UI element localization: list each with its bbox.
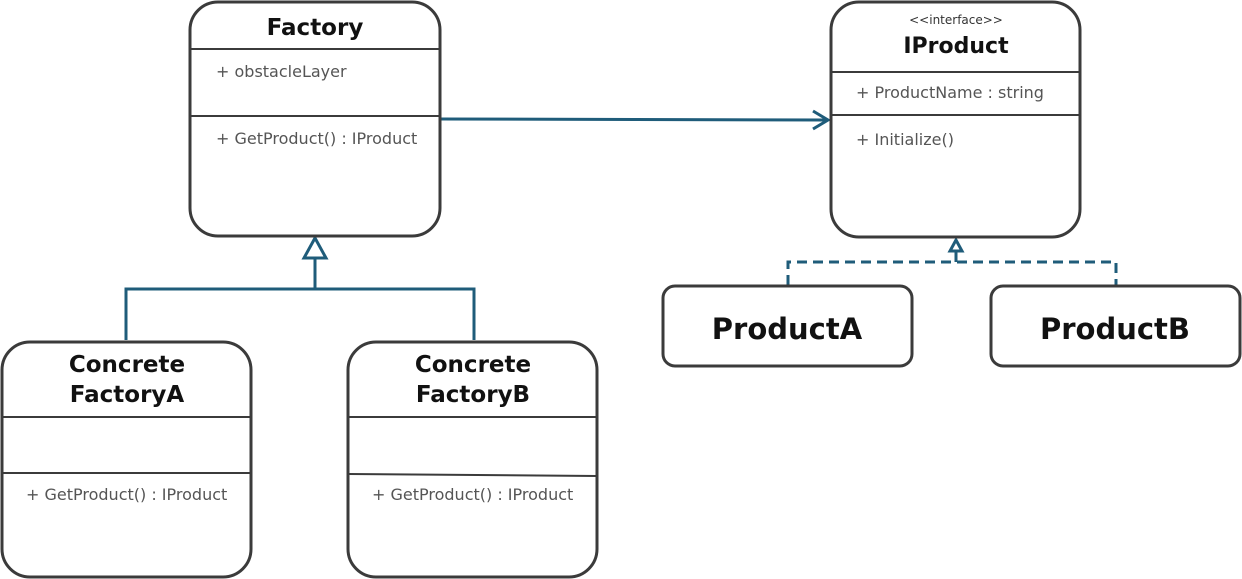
class-concrete-factory-a: Concrete FactoryA + GetProduct() : IProd… bbox=[0, 340, 253, 579]
iproduct-attribute: + ProductName : string bbox=[856, 83, 1044, 102]
product-b-title: ProductB bbox=[1040, 312, 1190, 346]
association-arrowhead bbox=[812, 109, 831, 131]
interface-iproduct: <<interface>> IProduct + ProductName : s… bbox=[829, 0, 1082, 239]
class-product-b: ProductB bbox=[989, 284, 1242, 368]
iproduct-method: + Initialize() bbox=[856, 130, 954, 149]
concrete-factory-a-method: + GetProduct() : IProduct bbox=[26, 485, 227, 504]
factory-title: Factory bbox=[267, 15, 364, 41]
association-factory-iproduct bbox=[439, 109, 831, 131]
class-product-a: ProductA bbox=[661, 284, 914, 368]
class-factory: Factory + obstacleLayer + GetProduct() :… bbox=[188, 0, 442, 238]
class-concrete-factory-b: Concrete FactoryB + GetProduct() : IProd… bbox=[346, 340, 599, 579]
factory-attribute: + obstacleLayer bbox=[216, 62, 347, 81]
realization-triangle bbox=[947, 236, 965, 253]
concrete-factory-b-title-line-1: Concrete bbox=[415, 352, 531, 378]
factory-method: + GetProduct() : IProduct bbox=[216, 129, 417, 148]
iproduct-title: IProduct bbox=[903, 34, 1009, 59]
concrete-factory-a-title-line-2: FactoryA bbox=[70, 382, 185, 408]
concrete-factory-b-method: + GetProduct() : IProduct bbox=[372, 485, 573, 504]
concrete-factory-a-title-line-1: Concrete bbox=[69, 352, 185, 378]
concrete-factory-b-title-line-2: FactoryB bbox=[416, 382, 530, 408]
product-a-title: ProductA bbox=[712, 312, 863, 346]
iproduct-stereotype: <<interface>> bbox=[909, 13, 1003, 27]
realization-to-iproduct bbox=[786, 236, 1118, 285]
generalization-to-factory bbox=[124, 234, 476, 340]
generalization-triangle bbox=[301, 234, 329, 260]
